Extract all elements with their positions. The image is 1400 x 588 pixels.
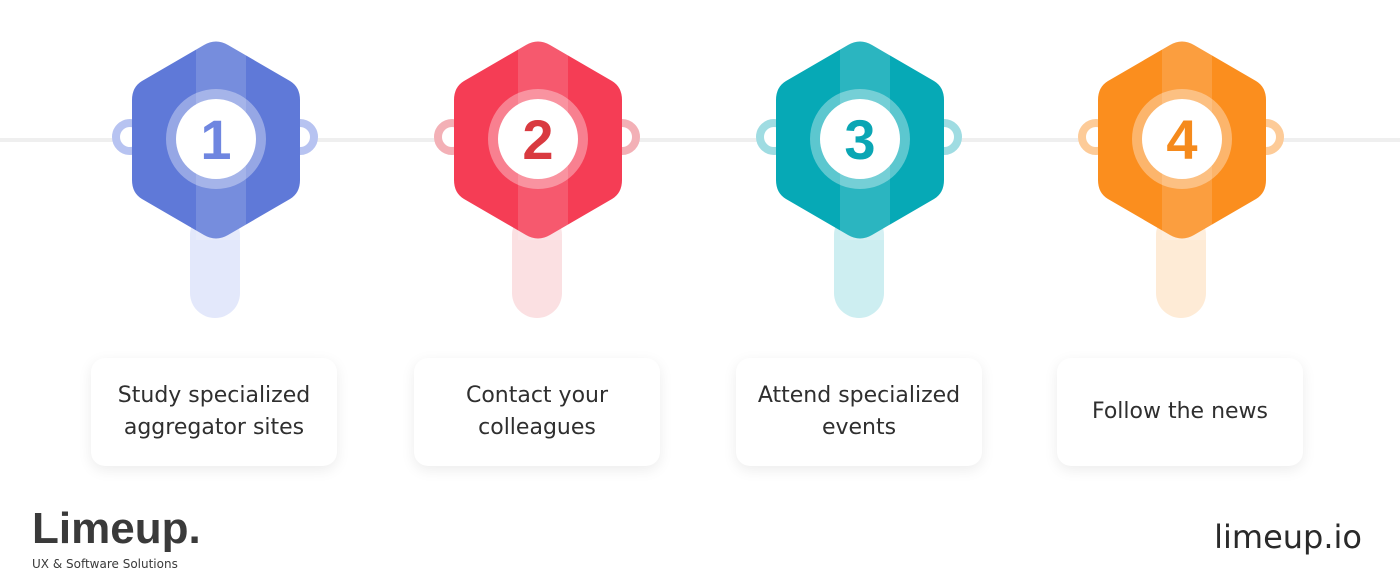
site-url: limeup.io (1214, 518, 1362, 556)
step-4: 4 (1078, 40, 1284, 330)
step-number: 2 (498, 99, 578, 179)
step-number: 3 (820, 99, 900, 179)
step-card-2: Contact your colleagues (414, 358, 660, 466)
step-card-4: Follow the news (1057, 358, 1303, 466)
logo-name: Limeup. (32, 504, 201, 553)
step-number: 4 (1142, 99, 1222, 179)
step-card-3: Attend specialized events (736, 358, 982, 466)
logo: Limeup. UX & Software Solutions (32, 504, 201, 572)
step-1: 1 (112, 40, 318, 330)
step-2: 2 (434, 40, 640, 330)
step-number: 1 (176, 99, 256, 179)
logo-tagline: UX & Software Solutions (32, 557, 178, 571)
step-3: 3 (756, 40, 962, 330)
timeline-line (0, 138, 1400, 142)
step-card-1: Study specialized aggregator sites (91, 358, 337, 466)
